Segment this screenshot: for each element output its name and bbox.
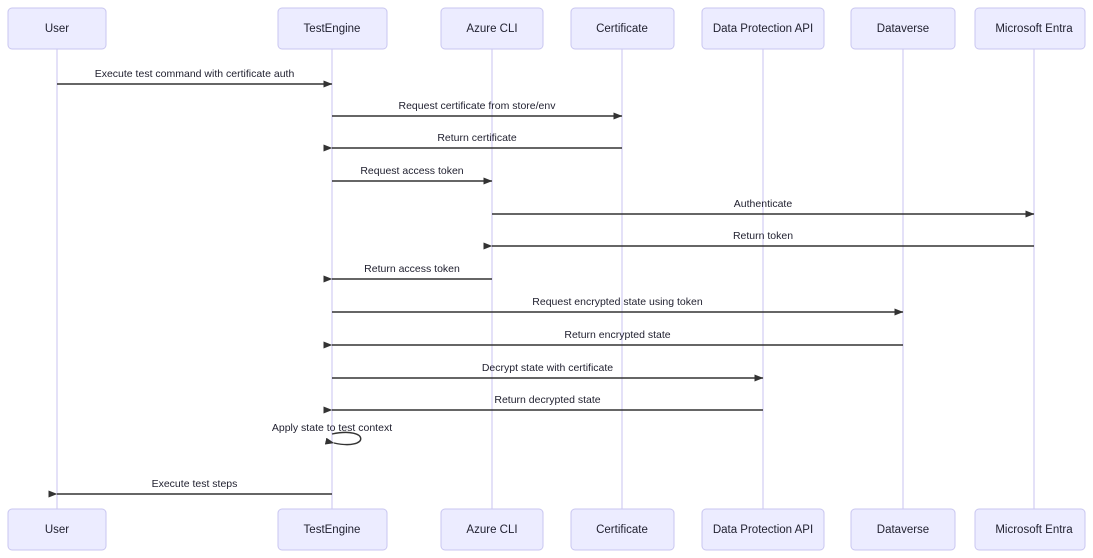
actor-footer-testengine[interactable]: TestEngine [277, 508, 388, 551]
message-label: Return certificate [437, 132, 517, 144]
message-9: Return encrypted state [323, 329, 903, 349]
message-label: Decrypt state with certificate [482, 362, 613, 374]
actor-footer-azurecli[interactable]: Azure CLI [440, 508, 544, 551]
self-messages-group: Apply state to test context [272, 422, 392, 446]
actor-footer-label: Azure CLI [466, 524, 517, 536]
actor-footer-entra[interactable]: Microsoft Entra [974, 508, 1086, 551]
actor-header-label: Certificate [596, 23, 648, 35]
actor-header-box [850, 7, 956, 50]
actor-header-label: Dataverse [877, 23, 929, 35]
message-label: Request encrypted state using token [532, 296, 703, 308]
message-7: Return access token [323, 263, 492, 283]
actor-header-label: Azure CLI [466, 23, 517, 35]
actor-footer-user[interactable]: User [7, 508, 107, 551]
actor-footer-box [850, 508, 956, 551]
actor-footer-dataverse[interactable]: Dataverse [850, 508, 956, 551]
message-6: Return token [483, 230, 1034, 250]
actor-footer-dpapi[interactable]: Data Protection API [701, 508, 825, 551]
message-11: Return decrypted state [323, 394, 763, 414]
self-message-loop [324, 431, 362, 446]
message-12: Execute test steps [48, 478, 332, 498]
actor-header-dpapi[interactable]: Data Protection API [701, 7, 825, 50]
actor-header-dataverse[interactable]: Dataverse [850, 7, 956, 50]
actor-footer-box [570, 508, 675, 551]
messages-group: Execute test command with certificate au… [48, 68, 1035, 498]
self-message-1: Apply state to test context [272, 422, 392, 446]
actor-header-box [974, 7, 1086, 50]
message-label: Return access token [364, 263, 460, 275]
actor-footer-box [974, 508, 1086, 551]
actor-header-label: Data Protection API [713, 23, 813, 35]
message-4: Request access token [332, 165, 493, 185]
message-5: Authenticate [492, 198, 1035, 218]
lifelines-group [56, 49, 1035, 509]
actor-footer-box [7, 508, 107, 551]
actor-footer-label: Microsoft Entra [995, 524, 1073, 536]
message-label: Return encrypted state [564, 329, 670, 341]
message-label: Request certificate from store/env [399, 100, 557, 112]
actor-footer-certificate[interactable]: Certificate [570, 508, 675, 551]
message-1: Execute test command with certificate au… [57, 68, 333, 88]
actor-footer-box [277, 508, 388, 551]
actor-header-azurecli[interactable]: Azure CLI [440, 7, 544, 50]
message-label: Authenticate [734, 198, 793, 210]
message-label: Execute test command with certificate au… [95, 68, 295, 80]
header-actors-group: User TestEngine Azure CLI Certificate Data P… [7, 7, 1086, 50]
message-label: Return token [733, 230, 793, 242]
actor-footer-label: Certificate [596, 524, 648, 536]
actor-footer-label: TestEngine [304, 524, 361, 536]
actor-header-box [277, 7, 388, 50]
actor-header-user[interactable]: User [7, 7, 107, 50]
actor-footer-label: Data Protection API [713, 524, 813, 536]
actor-header-box [7, 7, 107, 50]
message-label: Return decrypted state [494, 394, 600, 406]
actor-header-certificate[interactable]: Certificate [570, 7, 675, 50]
actor-header-entra[interactable]: Microsoft Entra [974, 7, 1086, 50]
footer-actors-group: User TestEngine Azure CLI Certificate Data P… [7, 508, 1086, 551]
actor-header-box [570, 7, 675, 50]
self-message-label: Apply state to test context [272, 422, 392, 434]
message-10: Decrypt state with certificate [332, 362, 764, 382]
message-label: Request access token [360, 165, 463, 177]
message-label: Execute test steps [152, 478, 238, 490]
message-3: Return certificate [323, 132, 622, 152]
actor-footer-label: Dataverse [877, 524, 929, 536]
actor-header-label: User [45, 23, 69, 35]
actor-footer-box [440, 508, 544, 551]
actor-header-label: Microsoft Entra [995, 23, 1073, 35]
actor-header-label: TestEngine [304, 23, 361, 35]
actor-header-box [701, 7, 825, 50]
message-8: Request encrypted state using token [332, 296, 904, 316]
actor-header-box [440, 7, 544, 50]
message-2: Request certificate from store/env [332, 100, 623, 120]
actor-header-testengine[interactable]: TestEngine [277, 7, 388, 50]
actor-footer-label: User [45, 524, 69, 536]
actor-footer-box [701, 508, 825, 551]
